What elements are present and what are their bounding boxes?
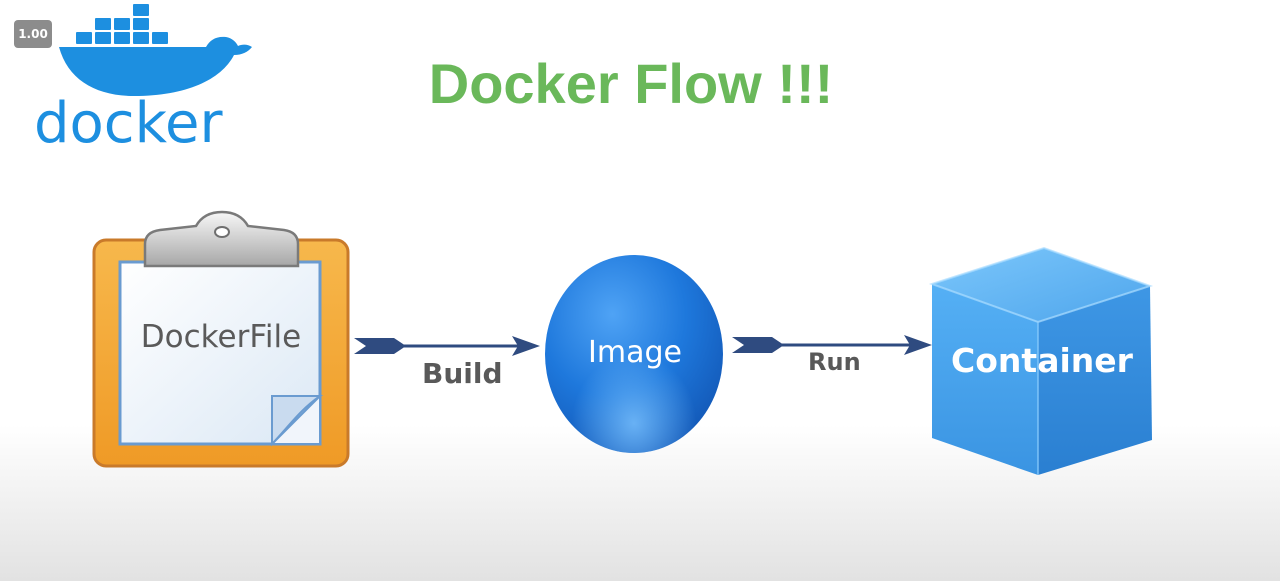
docker-logo: docker xyxy=(16,0,266,160)
build-arrow xyxy=(354,336,540,356)
docker-wordmark: docker xyxy=(34,91,223,156)
image-sphere-icon xyxy=(545,255,723,453)
dockerfile-clipboard-icon xyxy=(92,210,350,468)
container-cube-icon xyxy=(928,246,1154,475)
node-label-dockerfile: DockerFile xyxy=(140,319,302,355)
slide-title: Docker Flow !!! xyxy=(428,52,834,115)
node-label-image: Image xyxy=(588,335,682,370)
playback-speed-badge[interactable]: 1.00 xyxy=(14,20,52,48)
run-arrow xyxy=(732,335,932,355)
edge-label-build: Build xyxy=(422,357,503,390)
node-label-container: Container xyxy=(951,341,1133,380)
docker-whale-icon xyxy=(59,4,252,96)
edge-label-run: Run xyxy=(808,348,861,376)
